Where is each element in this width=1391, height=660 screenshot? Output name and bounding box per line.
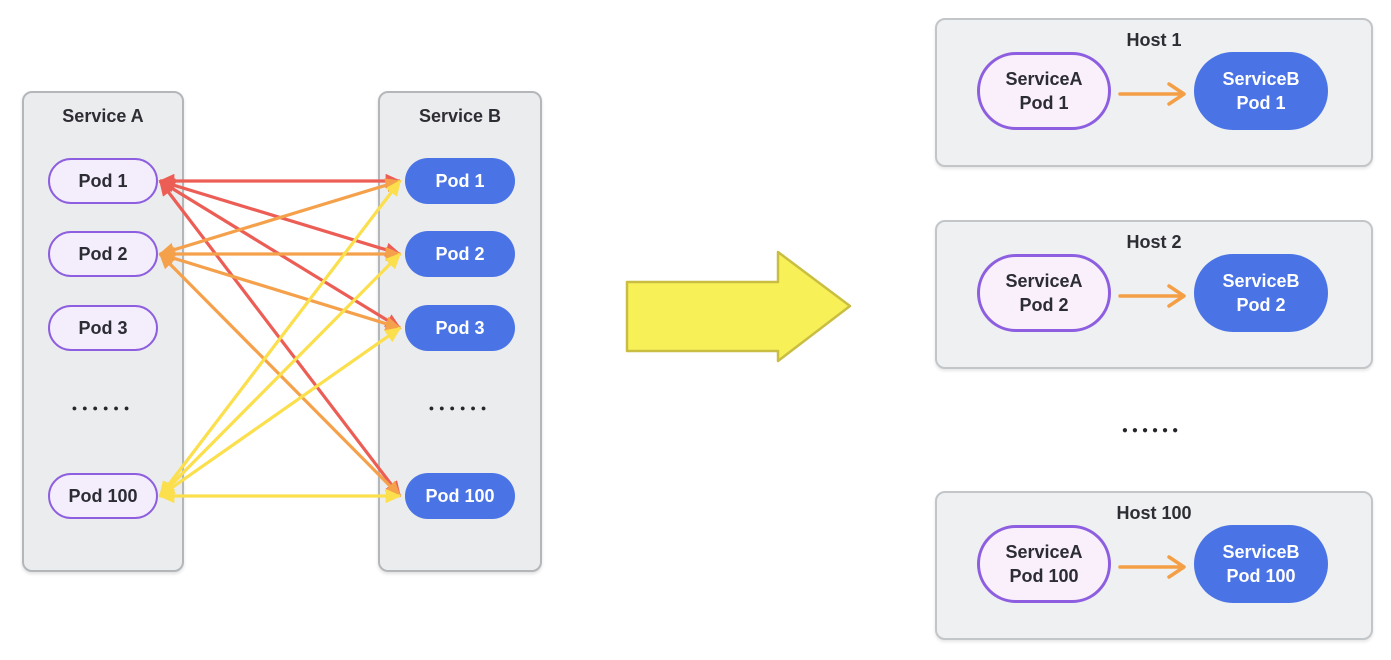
service-b-pod-1: Pod 1 — [405, 158, 515, 204]
pill-label-line1: ServiceA — [1005, 541, 1083, 562]
service-a-pod-3: Pod 3 — [48, 305, 158, 351]
pod-label: Pod 1 — [78, 170, 128, 191]
pill-label-line1: ServiceA — [1005, 68, 1083, 89]
pod-label: Pod 1 — [435, 170, 485, 191]
host-100-serviceb-pod: ServiceB Pod 100 — [1194, 525, 1328, 603]
service-a-title: Service A — [62, 106, 144, 126]
host-2-servicea-pod: ServiceA Pod 2 — [977, 254, 1111, 332]
connection-arrow — [158, 179, 402, 498]
pill-label-line1: ServiceA — [1005, 270, 1083, 291]
pill-label-line1: ServiceB — [1222, 541, 1300, 562]
connection-arrow — [158, 179, 402, 330]
service-a-ellipsis: ●●●●●● — [71, 403, 135, 413]
host-2-title: Host 2 — [1126, 232, 1182, 252]
right-arrow-icon — [1118, 82, 1186, 106]
pod-label: Pod 100 — [425, 485, 495, 506]
connection-arrow — [158, 178, 402, 257]
pill-label-line1: ServiceB — [1222, 270, 1300, 291]
right-arrow-icon — [1118, 555, 1186, 579]
connection-arrow — [158, 251, 402, 331]
connection-arrow — [158, 178, 402, 257]
service-a-pod-2: Pod 2 — [48, 231, 158, 277]
pod-label: Pod 3 — [78, 317, 128, 338]
host-1-serviceb-pod: ServiceB Pod 1 — [1194, 52, 1328, 130]
service-b-pod-3: Pod 3 — [405, 305, 515, 351]
service-b-title: Service B — [418, 106, 502, 126]
hosts-ellipsis: ●●●●●● — [1121, 425, 1183, 436]
pod-connection-arrows — [158, 173, 402, 504]
service-b-ellipsis: ●●●●●● — [428, 403, 492, 413]
pod-label: Pod 2 — [435, 243, 485, 264]
host-box-2: Host 2 ServiceA Pod 2 ServiceB Pod 2 — [935, 220, 1373, 369]
host-box-100: Host 100 ServiceA Pod 100 ServiceB Pod 1… — [935, 491, 1373, 640]
host-100-servicea-pod: ServiceA Pod 100 — [977, 525, 1111, 603]
pill-label-line2: Pod 2 — [1236, 295, 1286, 315]
pill-label-line1: ServiceB — [1222, 68, 1300, 89]
service-a-panel: Service A Pod 1 Pod 2 Pod 3 ●●●●●● Pod 1… — [22, 91, 184, 572]
host-1-servicea-pod: ServiceA Pod 1 — [977, 52, 1111, 130]
connection-arrow — [158, 252, 402, 498]
host-box-1: Host 1 ServiceA Pod 1 ServiceB Pod 1 — [935, 18, 1373, 167]
connection-arrow — [158, 252, 402, 498]
pill-label-line2: Pod 1 — [1019, 93, 1069, 113]
service-b-panel: Service B Pod 1 Pod 2 Pod 3 ●●●●●● Pod 1… — [378, 91, 542, 572]
pod-label: Pod 2 — [78, 243, 128, 264]
service-b-pod-100: Pod 100 — [405, 473, 515, 519]
pill-label-line2: Pod 100 — [1009, 566, 1079, 586]
pill-label-line2: Pod 2 — [1019, 295, 1069, 315]
host-100-title: Host 100 — [1116, 503, 1192, 523]
pod-label: Pod 3 — [435, 317, 485, 338]
service-b-pod-2: Pod 2 — [405, 231, 515, 277]
connection-arrow — [158, 326, 402, 498]
pod-label: Pod 100 — [68, 485, 138, 506]
right-arrow-icon — [1118, 284, 1186, 308]
connection-arrow — [158, 179, 402, 498]
host-1-title: Host 1 — [1126, 30, 1182, 50]
service-a-pod-1: Pod 1 — [48, 158, 158, 204]
service-a-pod-100: Pod 100 — [48, 473, 158, 519]
transform-arrow — [625, 250, 852, 363]
host-2-serviceb-pod: ServiceB Pod 2 — [1194, 254, 1328, 332]
pill-label-line2: Pod 1 — [1236, 93, 1286, 113]
pill-label-line2: Pod 100 — [1226, 566, 1296, 586]
